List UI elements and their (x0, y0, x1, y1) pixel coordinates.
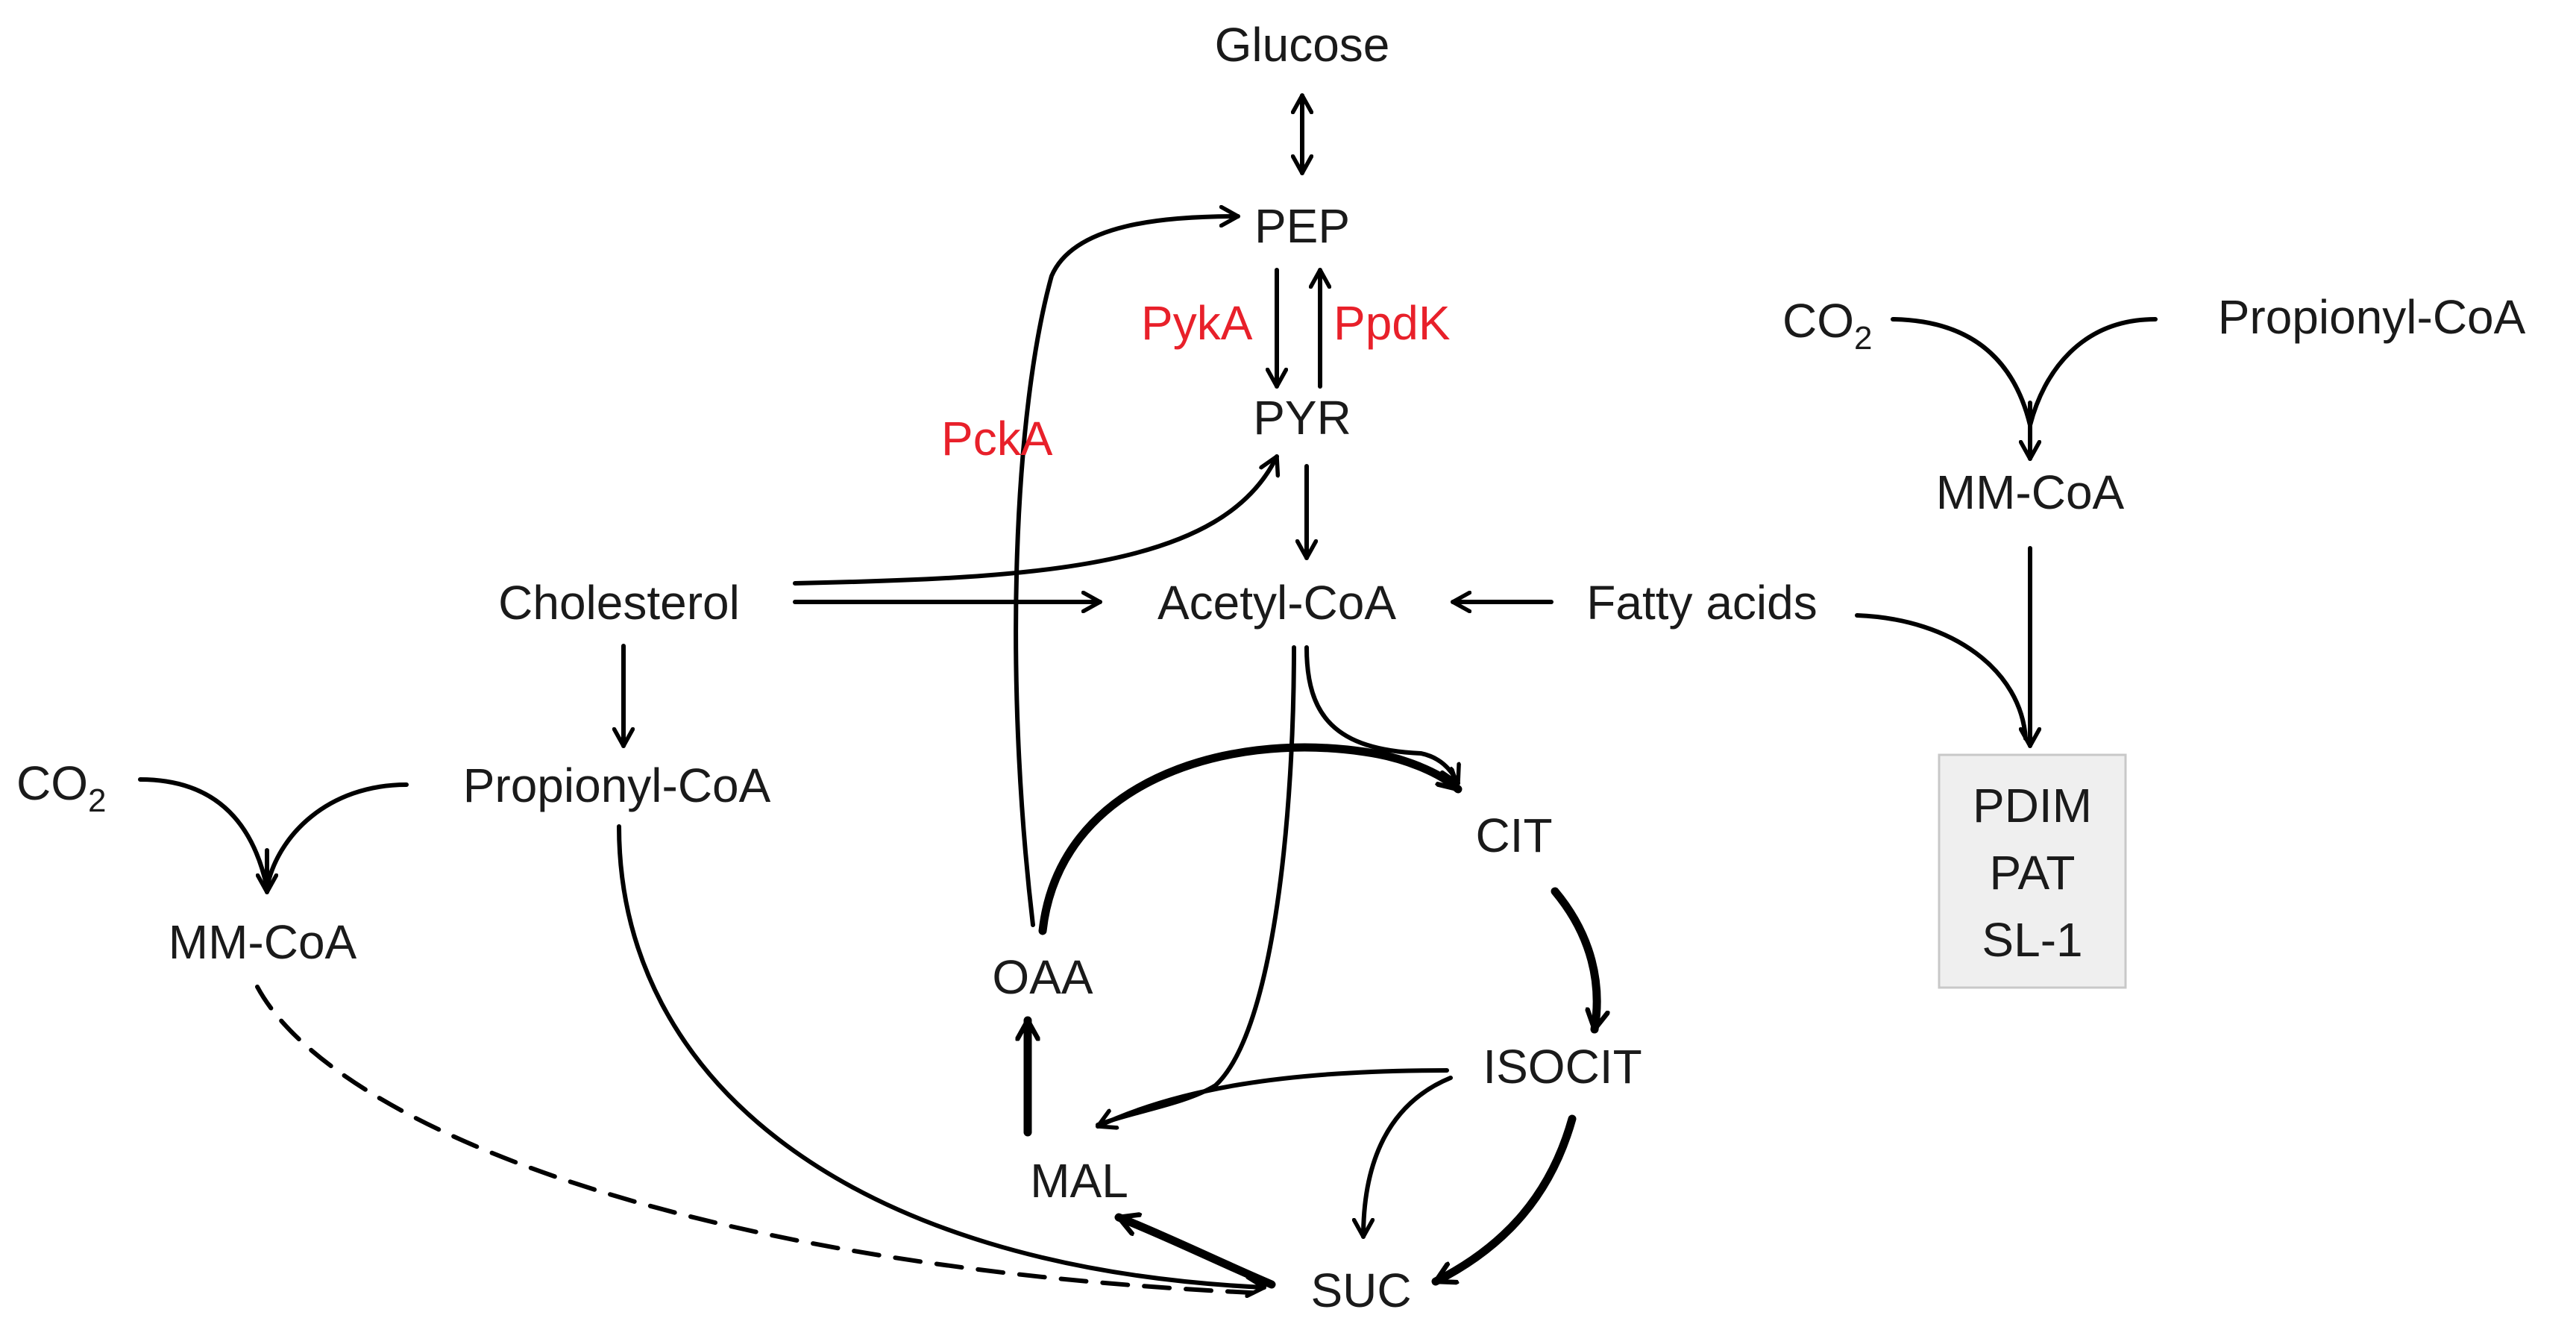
node-co2-right: CO2 (1782, 294, 1872, 357)
edge-oaa-cit (1038, 743, 1463, 935)
edge-cit-isocit (1551, 887, 1597, 1034)
node-lipid-pdim: PDIM (1973, 779, 2092, 832)
edge-oaa-pep-pcka (1014, 216, 1240, 927)
node-cholesterol: Cholesterol (498, 576, 740, 630)
edge-isocit-suc-thin (1363, 1076, 1453, 1239)
edge-acetylcoa-cit (1304, 645, 1458, 785)
edge-co2-propionylcoa-left (138, 777, 409, 888)
edge-co2-propionylcoa-right (1891, 317, 2158, 426)
node-co2-left: CO2 (16, 756, 106, 819)
node-mm-coa-right: MM-CoA (1936, 465, 2125, 519)
edge-propionylcoa-suc (617, 824, 1266, 1287)
node-pep: PEP (1254, 199, 1350, 253)
enzyme-pyka: PykA (1141, 296, 1253, 350)
node-lipid-pat: PAT (1990, 846, 2076, 900)
edge-suc-mal (1114, 1217, 1276, 1289)
node-pyr: PYR (1253, 391, 1351, 445)
edge-acetylcoa-mal (1096, 645, 1296, 1127)
node-suc: SUC (1310, 1264, 1411, 1317)
node-propionyl-coa-left: Propionyl-CoA (463, 759, 771, 812)
node-oaa: OAA (992, 950, 1093, 1004)
node-cit: CIT (1475, 809, 1552, 862)
edge-cholesterol-pyr (793, 454, 1277, 586)
enzyme-ppdk: PpdK (1333, 296, 1451, 350)
node-isocit: ISOCIT (1483, 1040, 1642, 1093)
node-mm-coa-left: MM-CoA (169, 915, 357, 969)
node-mal: MAL (1030, 1154, 1128, 1208)
node-propionyl-coa-right: Propionyl-CoA (2218, 290, 2526, 344)
node-glucose: Glucose (1215, 18, 1390, 72)
edge-isocit-suc (1431, 1114, 1577, 1286)
enzyme-pcka: PckA (941, 412, 1053, 465)
edge-mmcoa-suc-dashed (255, 985, 1270, 1296)
edge-fattyacids-lipids (1855, 613, 2028, 741)
node-acetyl-coa: Acetyl-CoA (1157, 576, 1396, 630)
lipid-box (1938, 753, 2127, 989)
node-lipid-sl1: SL-1 (1982, 913, 2082, 967)
node-fatty-acids: Fatty acids (1586, 576, 1817, 630)
